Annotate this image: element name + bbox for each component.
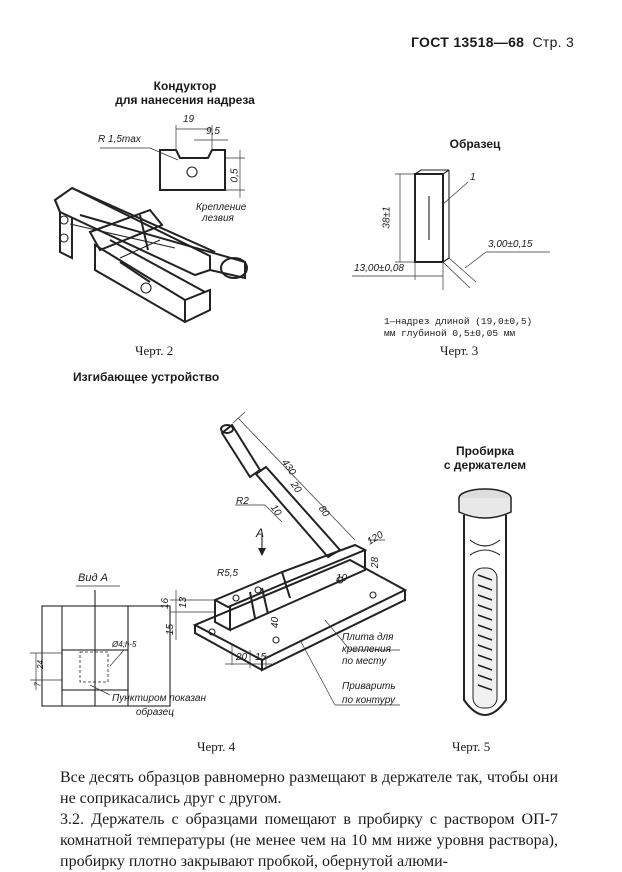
fig4-weld-line2: по контуру [342,695,395,706]
fig4-plate-note: Плита для крепления по месту [342,632,394,668]
fig5-title: Пробирка с держателем [420,444,550,472]
fig4-caption: Черт. 4 [197,739,236,754]
body-paragraph-1: Все десять образцов равномерно размещают… [60,769,558,807]
fig4-dim-13: 13 [178,596,190,609]
fig4-dim-15: 15 [165,623,177,636]
fig2-title-line2: для нанесения надреза [115,93,255,107]
fig4-plate-line3: по месту [342,656,387,667]
fig2-jig-body [53,186,248,324]
body-paragraph-2: 3.2. Держатель с образцами помещают в пр… [60,811,558,870]
fig5-title-line2: с держателем [443,458,527,472]
fig2-blade-label: Крепление лезвия [196,202,246,224]
fig2-title: Кондуктор для нанесения надреза [70,79,300,107]
fig4-view-a-label: Вид А [78,572,108,584]
fig4-weld-line1: Приварить [342,681,396,692]
fig2-caption: Черт. 2 [135,343,174,358]
fig4-dim-7: 7 [33,682,43,687]
fig2-dim-9-5: 9,5 [206,126,220,137]
fig3-title: Образец [449,137,501,151]
fig4-weld-note: Приварить по контуру [342,680,396,708]
fig3-marker-1: 1 [470,172,476,183]
fig4-plate-line1: Плита для [342,632,394,643]
fig4-dashed-line2: образец [136,707,174,718]
fig4-radius-r2: R2 [236,496,249,507]
fig5-title-line1: Пробирка [455,444,515,458]
fig4-dashed-line1: Пунктиром показан [112,693,206,704]
fig4-arrow-a-label: А [256,526,265,540]
fig2-dim-19: 19 [183,114,195,125]
fig5-test-tube [458,488,512,716]
fig3-note-line2: мм глубиной 0,5±0,05 мм [384,328,516,339]
fig3-dim-thickness: 3,00±0,15 [488,239,533,250]
page-header: ГОСТ 13518—68 Стр. 3 [411,34,574,50]
fig2-blade-line1: Крепление [196,202,247,213]
fig3-dim-width: 13,00±0,08 [354,263,404,274]
fig2-blade-line2: лезвия [202,213,234,224]
fig3-note: 1—надрез длиной (19,0±0,5) мм глубиной 0… [384,316,532,340]
standard-number: ГОСТ 13518—68 [411,34,525,50]
fig5-caption: Черт. 5 [452,739,491,754]
fig4-dim-16: 16 [160,597,172,610]
page-number: Стр. 3 [532,34,575,50]
fig2-cutter-profile [100,125,245,198]
fig4-dim-20b: 20 [236,652,248,663]
fig3-specimen [352,169,550,290]
fig4-dim-10b: 10 [336,573,348,584]
fig3-caption: Черт. 3 [440,343,479,358]
fig2-dim-0-5: 0,5 [229,168,241,183]
fig4-title: Изгибающее устройство [73,370,220,384]
fig3-note-line1: 1—надрез длиной (19,0±0,5) [384,316,533,327]
fig4-view-a [30,585,171,707]
fig4-dim-15b: 15 [255,652,267,663]
fig3-dim-height: 38±1 [381,206,393,229]
fig4-plate-line2: крепления [342,644,391,655]
fig4-dim-40: 40 [270,616,282,629]
fig4-dim-28: 28 [370,556,382,569]
fig4-hole-dim: Ø4;h-5 [112,640,137,649]
fig4-bending-device [170,411,408,706]
fig2-radius-label: R 1,5max [98,134,141,145]
fig4-dashed-note: Пунктиром показан образец [112,692,206,720]
fig4-radius-r55: R5,5 [217,568,239,579]
fig2-title-line1: Кондуктор [153,79,217,93]
fig4-dim-24: 24 [35,660,45,669]
